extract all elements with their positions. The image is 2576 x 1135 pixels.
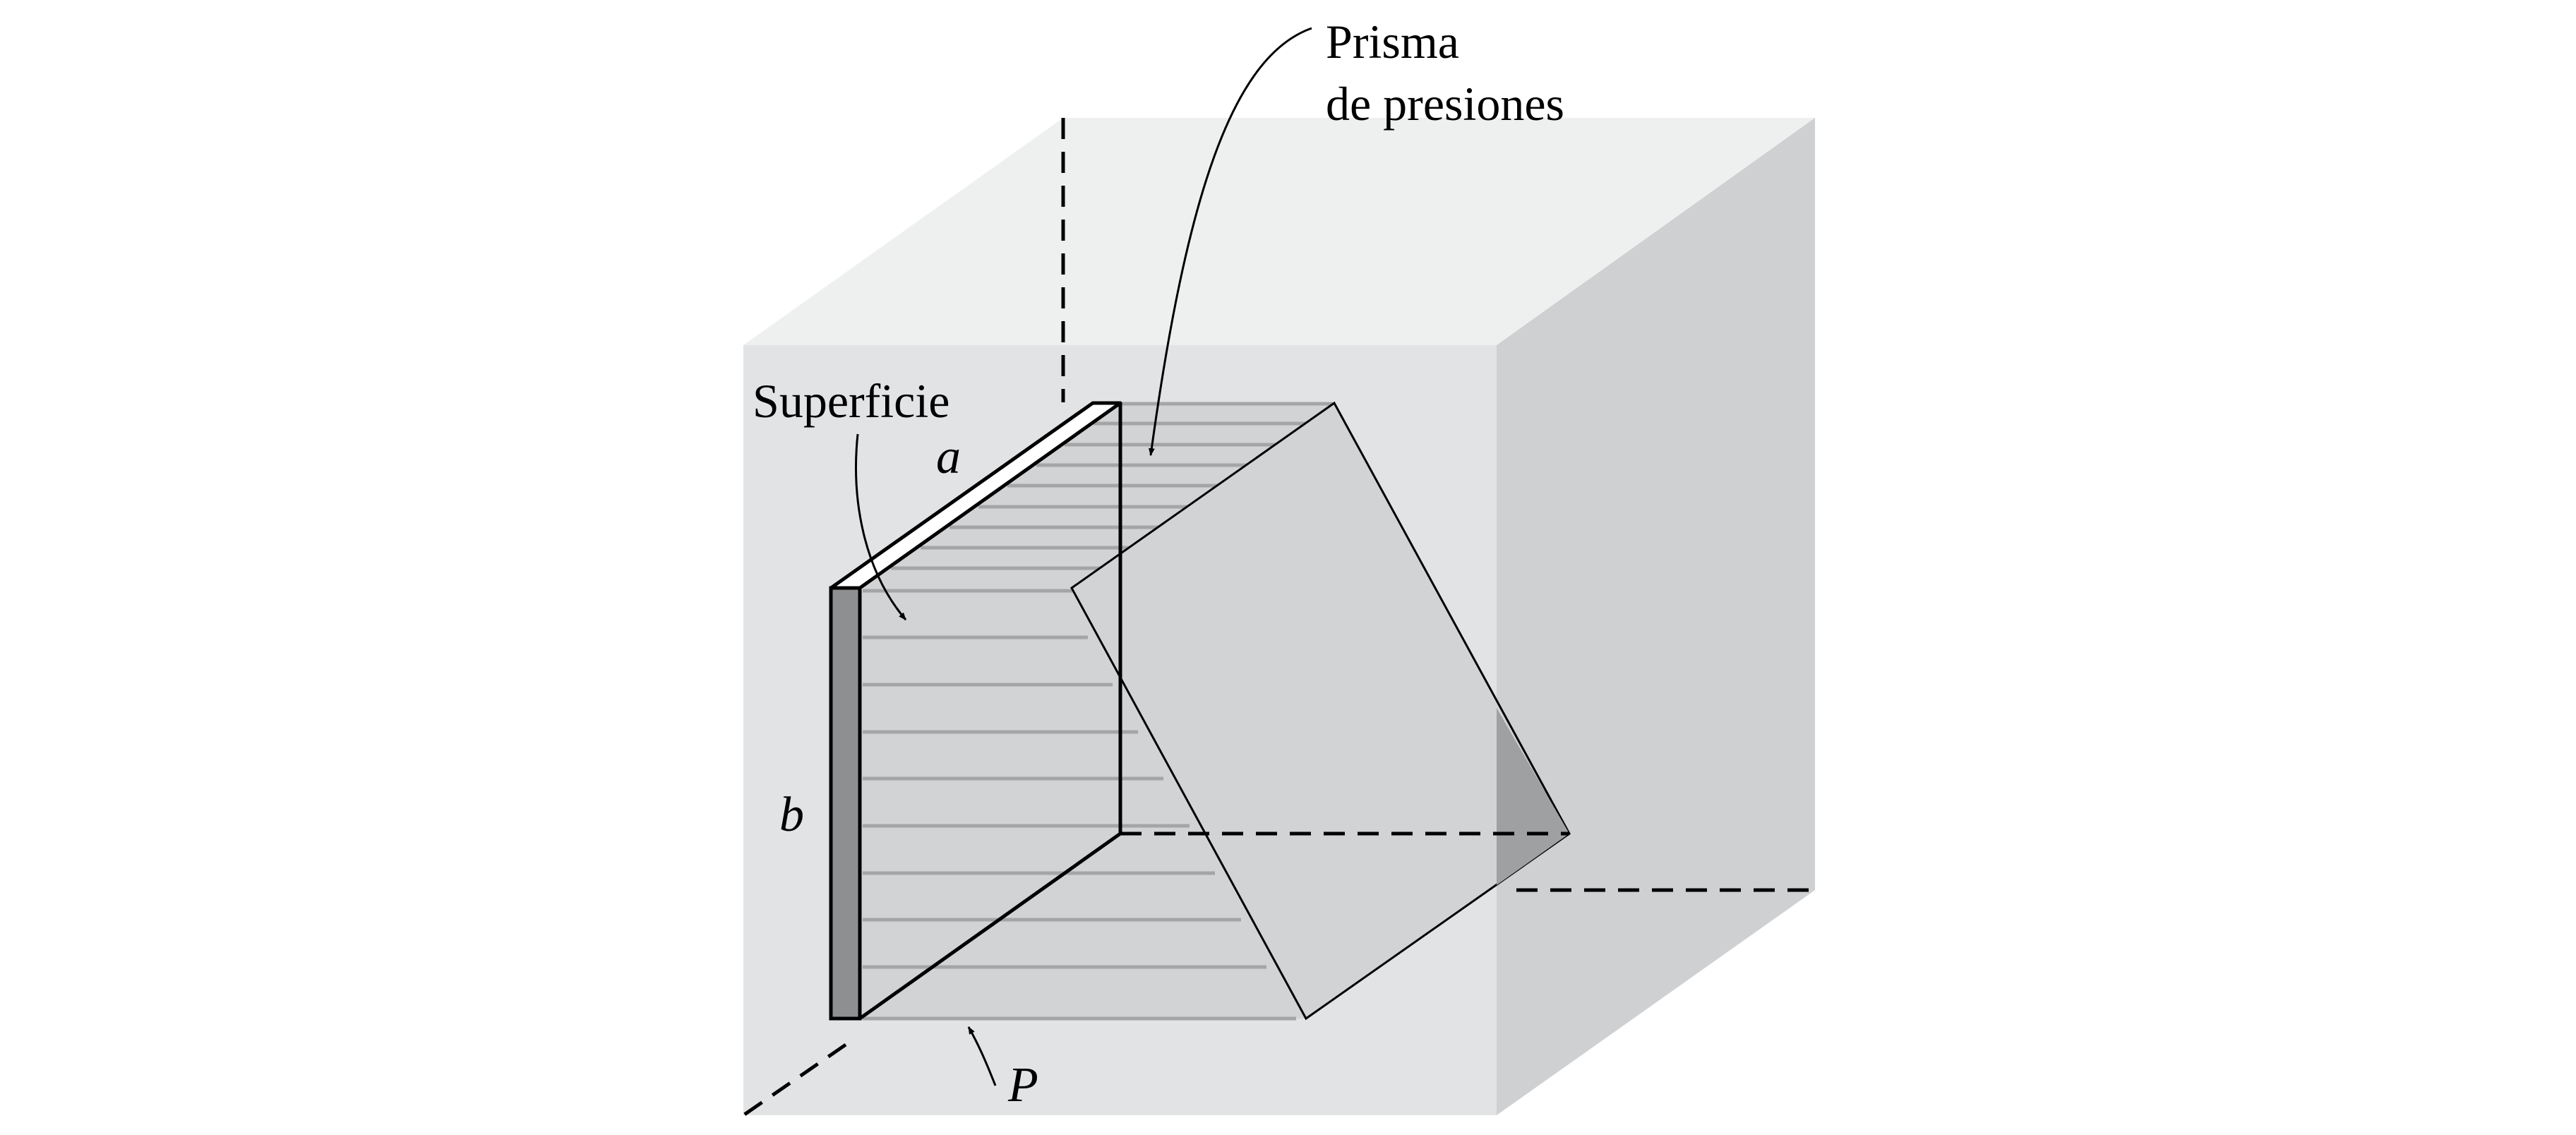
- plate-front-edge: [829, 586, 862, 1021]
- block-top-face: [743, 118, 1815, 345]
- prism-face-overlap: [1497, 708, 1569, 885]
- prism-leader: [1148, 27, 1312, 457]
- hidden-edges: [742, 118, 1815, 1117]
- pressure-prism: [858, 401, 1571, 1021]
- force-p-label: P: [1007, 1058, 1038, 1112]
- block-side-face: [1497, 118, 1815, 1115]
- prism-label-line1: Prisma: [1326, 15, 1459, 68]
- dimension-a-label: a: [936, 430, 961, 484]
- plate-top-right-edge: [859, 402, 1121, 589]
- surface-plate: [829, 401, 1122, 1021]
- leader-lines: [855, 27, 1312, 1086]
- prism-bottom-edge: [858, 831, 1122, 1021]
- prism-label-line2: de presiones: [1326, 77, 1564, 131]
- p-leader: [967, 1026, 997, 1086]
- surface-label: Superficie: [753, 374, 949, 428]
- dimension-b-label: b: [779, 788, 804, 842]
- prism-back-region: [860, 403, 1334, 1019]
- surface-leader: [855, 433, 907, 620]
- hidden-diagonal-edge: [742, 1043, 847, 1117]
